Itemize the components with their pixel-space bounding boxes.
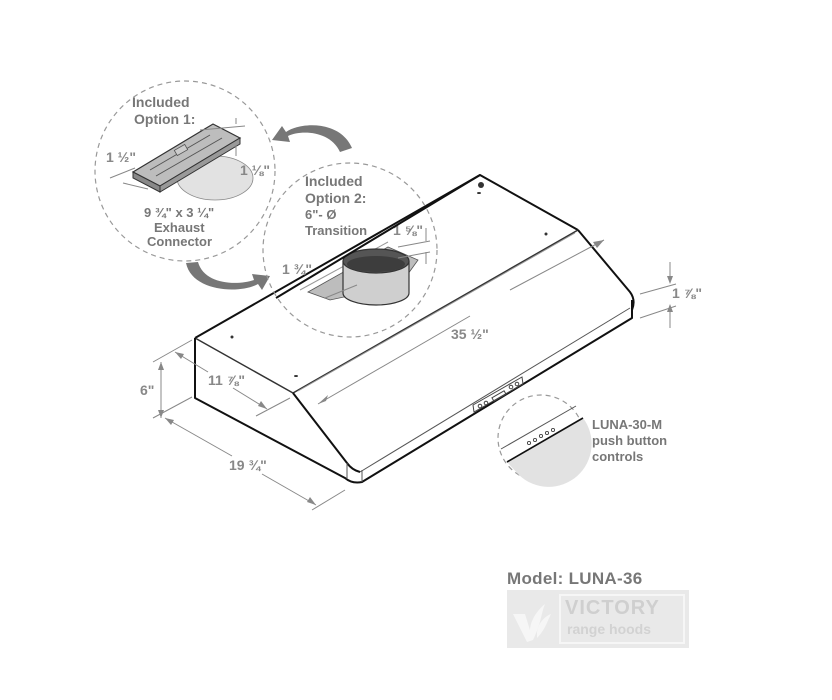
option1-name-line2: Connector <box>147 234 212 249</box>
option2-title-line2: Option 2: <box>305 190 366 206</box>
dim-height: 6" <box>140 382 154 398</box>
swap-arrow-bottom-icon <box>186 262 270 290</box>
option1-title-line2: Option 1: <box>134 111 195 127</box>
option1-dim-left: 1 ½" <box>106 149 136 165</box>
dim-length: 35 ½" <box>451 326 489 342</box>
option2-dim-right: 1 ⅝" <box>393 222 423 238</box>
option2-size: 6"- Ø <box>305 207 336 222</box>
dimension-arrowheads <box>158 240 673 505</box>
option1-size: 9 ¾" x 3 ¼" <box>144 205 214 220</box>
control-panel <box>472 376 524 413</box>
option1-callout: 1 ½" 1 ⅛" Included Option 1: 9 ¾" x 3 ¼"… <box>94 80 276 262</box>
option1-dim-right: 1 ⅛" <box>240 162 270 178</box>
logo-frame <box>559 594 685 644</box>
dim-depth: 19 ¾" <box>229 457 267 473</box>
controls-callout: LUNA-30-M push button controls <box>497 394 667 487</box>
logo-brand: VICTORY <box>565 597 660 619</box>
option1-title-line1: Included <box>132 94 190 110</box>
dim-front-height: 1 ⅞" <box>672 285 702 301</box>
victory-logo: VICTORY range hoods <box>507 590 689 648</box>
option2-callout: Included Option 2: 6"- Ø Transition 1 ⅝"… <box>262 162 438 338</box>
option1-name-line1: Exhaust <box>154 220 205 235</box>
controls-line1: LUNA-30-M <box>592 417 662 432</box>
option2-name: Transition <box>305 223 367 238</box>
option2-dim-left: 1 ¾" <box>282 261 312 277</box>
controls-line3: controls <box>592 449 643 464</box>
controls-line2: push button <box>592 433 667 448</box>
option2-title-line1: Included <box>305 173 363 189</box>
screw-holes <box>230 182 548 377</box>
v-flame-logo-icon <box>513 604 551 642</box>
dim-top-depth: 11 ⅞" <box>208 372 245 388</box>
logo-tagline: range hoods <box>567 621 652 637</box>
swap-arrow-top-icon <box>272 125 352 152</box>
model-label: Model: LUNA-36 <box>507 569 643 588</box>
